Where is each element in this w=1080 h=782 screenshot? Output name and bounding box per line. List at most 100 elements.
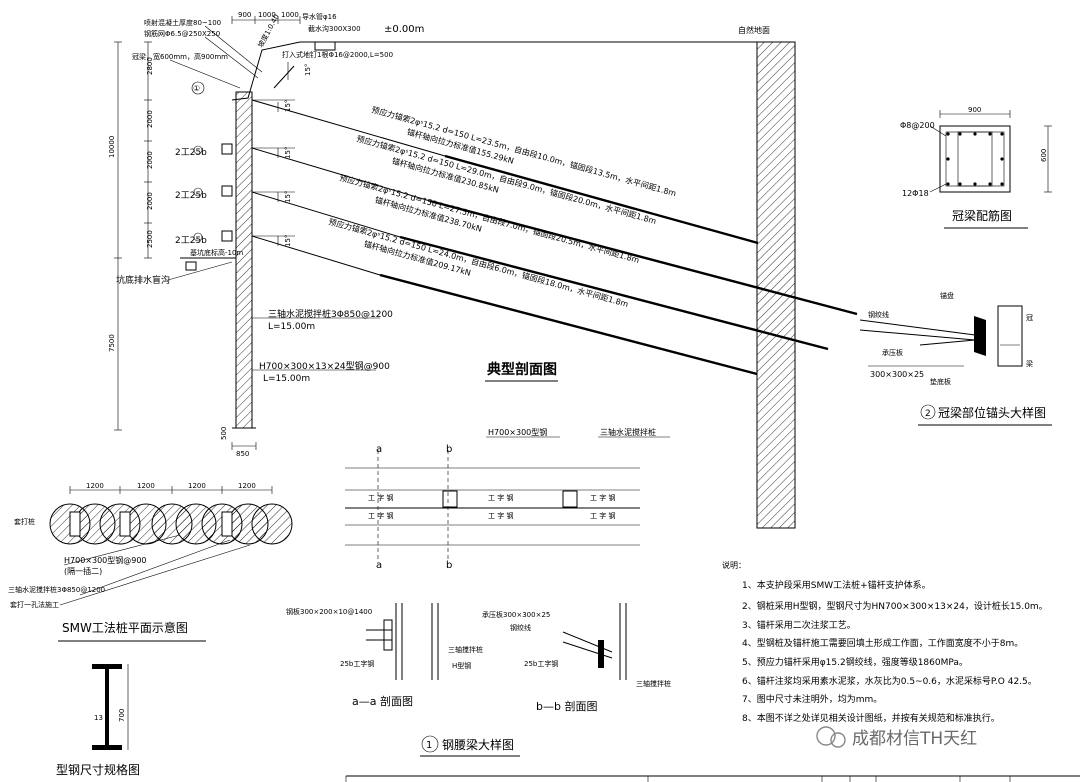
plan-hsteel: H700×300型钢@900 bbox=[64, 555, 147, 565]
plan-smw: 三轴水泥搅拌桩3Φ850@1200 bbox=[8, 585, 105, 594]
top-dim-1000a: 1000 bbox=[258, 11, 276, 19]
elevation-zero: ±0.00m bbox=[384, 24, 424, 35]
hsteel-length: L=15.00m bbox=[263, 374, 310, 384]
smw-length: L=15.00m bbox=[268, 322, 315, 332]
notes-head: 说明： bbox=[722, 560, 746, 570]
waling-label-1: 2工25b bbox=[175, 148, 207, 158]
note-3: 3、锚杆采用二次注浆工艺。 bbox=[742, 619, 856, 631]
plan-dim-1: 1200 bbox=[86, 482, 104, 490]
dim-2000a: 2000 bbox=[146, 110, 154, 128]
note-6: 6、锚杆注浆均采用素水泥浆，水灰比为0.5~0.6，水泥采标号P.O 42.5。 bbox=[742, 675, 1037, 687]
top-dim-900: 900 bbox=[238, 11, 251, 19]
ah-title: 冠梁部位锚头大样图 bbox=[938, 405, 1046, 420]
plan-dim-4: 1200 bbox=[238, 482, 256, 490]
waling-label-2: 2工25b bbox=[175, 191, 207, 201]
dim-7500: 7500 bbox=[108, 334, 116, 352]
wd-a-smw: 三轴搅拌桩 bbox=[448, 645, 483, 654]
wp-mark-b1: b bbox=[446, 444, 452, 455]
wd-a-title: a—a 剖面图 bbox=[352, 694, 413, 708]
shotcrete-note: 喷射混凝土厚度80~100 bbox=[144, 18, 221, 27]
wd-title: 钢腰梁大样图 bbox=[442, 737, 514, 752]
pit-bottom-label: 基坑底标高-10m bbox=[190, 248, 243, 257]
crown-beam-note: 冠梁，宽600mm，高900mm bbox=[132, 52, 228, 61]
wd-num: 1 bbox=[426, 740, 432, 751]
spec-title: 型钢尺寸规格图 bbox=[56, 762, 140, 777]
top-dim-1000b: 1000 bbox=[281, 11, 299, 19]
angle-4: 15° bbox=[284, 235, 292, 247]
spec-13: 13 bbox=[94, 714, 103, 722]
wd-plate: 钢板300×200×10@1400 bbox=[286, 607, 372, 616]
note-1: 1、本支护段采用SMW工法桩+锚杆支护体系。 bbox=[742, 579, 931, 591]
smw-label: 三轴水泥搅拌桩3Φ850@1200 bbox=[268, 308, 393, 320]
wp-mark-b2: b bbox=[446, 560, 452, 571]
watermark: 成都材信TH天红 bbox=[816, 726, 977, 749]
smw-plan: 1200 1200 1200 1200 套打桩 H700×300型钢@900 (… bbox=[8, 482, 293, 642]
note-2: 2、钢桩采用H型钢，型钢尺寸为HN700×300×13×24，设计桩长15.0m… bbox=[742, 600, 1048, 612]
wp-mark-a1: a bbox=[376, 444, 382, 455]
note-7: 7、图中尺寸未注明外，均为mm。 bbox=[742, 693, 882, 705]
ah-crown: 冠 bbox=[1026, 314, 1033, 322]
crown-title: 冠梁配筋图 bbox=[952, 208, 1012, 223]
note-5: 5、预应力锚杆采用φ15.2钢绞线，强度等级1860MPa。 bbox=[742, 656, 968, 668]
dim-10000: 10000 bbox=[108, 136, 116, 158]
plan-title: SMW工法桩平面示意图 bbox=[62, 620, 188, 635]
plan-method: 套打一孔法施工 bbox=[10, 600, 59, 609]
section-title: 典型剖面图 bbox=[487, 361, 557, 378]
plan-dim-3: 1200 bbox=[188, 482, 206, 490]
dim-2000b: 2000 bbox=[146, 151, 154, 169]
wp-beam-4: 工 字 钢 bbox=[488, 511, 513, 520]
wd-b-plate: 承压板300×300×25 bbox=[482, 610, 550, 619]
ditch-note: 截水沟300X300 bbox=[308, 24, 361, 33]
soil-wall bbox=[756, 41, 796, 529]
drain-pipe-note: 导水管φ16 bbox=[302, 12, 337, 21]
steel-spec: 700 13 型钢尺寸规格图 bbox=[56, 664, 140, 777]
wp-smw: 三轴水泥搅拌桩 bbox=[600, 427, 656, 437]
wp-beam-5: 工 字 钢 bbox=[590, 493, 615, 502]
waling-detail: 钢板300×200×10@1400 25b工字钢 三轴搅拌桩 H型钢 承压板30… bbox=[286, 603, 671, 757]
crown-beam-detail: 900 600 Φ8@200 12Φ18 冠梁配筋图 bbox=[900, 106, 1052, 229]
notes-block: 说明： 1、本支护段采用SMW工法桩+锚杆支护体系。 2、钢桩采用H型钢，型钢尺… bbox=[722, 560, 1048, 724]
plan-insert: (隔一插二) bbox=[64, 566, 102, 576]
ah-beam: 梁 bbox=[1026, 359, 1033, 368]
dim-2500: 2500 bbox=[146, 230, 154, 248]
typical-section: 900 1000 1000 喷射混凝土厚度80~100 钢筋网Φ6.5@250X… bbox=[108, 11, 858, 529]
waling-label-3: 2工25b bbox=[175, 236, 207, 246]
angle-2: 15° bbox=[284, 147, 292, 159]
ah-strand: 钢绞线 bbox=[868, 310, 889, 319]
wd-b-smw: 三轴搅拌桩 bbox=[636, 679, 671, 688]
ah-num: 2 bbox=[925, 409, 931, 419]
wp-steel: H700×300型钢 bbox=[488, 427, 547, 437]
crown-rebar: 12Φ18 bbox=[902, 189, 929, 198]
dim-500: 500 bbox=[220, 427, 228, 440]
watermark-text: 成都材信TH天红 bbox=[852, 729, 977, 749]
angle-1: 15° bbox=[284, 100, 292, 112]
ah-bearing-size: 300×300×25 bbox=[870, 370, 924, 379]
dim-850: 850 bbox=[236, 450, 249, 458]
anchor-head-detail: 钢绞线 锚盘 冠 梁 承压板 300×300×25 垫底板 2 冠梁部位锚头大样… bbox=[859, 291, 1052, 426]
wp-beam-2: 工 字 钢 bbox=[368, 511, 393, 520]
crown-dim-h: 600 bbox=[1040, 149, 1048, 162]
wd-b-strand: 钢绞线 bbox=[510, 623, 531, 632]
waling-plan: H700×300型钢 三轴水泥搅拌桩 a b a b 工 字 钢 工 字 钢 工… bbox=[345, 427, 670, 571]
natural-ground: 自然地面 bbox=[738, 25, 770, 35]
angle-0: 15° bbox=[304, 64, 312, 76]
marker-1: ① bbox=[193, 84, 200, 93]
wp-mark-a2: a bbox=[376, 560, 382, 571]
spec-700: 700 bbox=[118, 709, 126, 722]
wd-b-title: b—b 剖面图 bbox=[536, 699, 597, 713]
nail-note: 打入式地钉1根Φ16@2000,L=500 bbox=[282, 50, 393, 59]
wp-beam-6: 工 字 钢 bbox=[590, 511, 615, 520]
crown-stirrup: Φ8@200 bbox=[900, 121, 935, 130]
wd-a-hsteel: H型钢 bbox=[452, 661, 471, 670]
hsteel-label: H700×300×13×24型钢@900 bbox=[259, 360, 390, 372]
plan-dim-2: 1200 bbox=[137, 482, 155, 490]
note-8: 8、本图不详之处详见相关设计图纸，并按有关规范和标准执行。 bbox=[742, 712, 1000, 724]
ah-bearing: 承压板 bbox=[882, 348, 903, 357]
wp-beam-3: 工 字 钢 bbox=[488, 493, 513, 502]
angle-3: 15° bbox=[284, 191, 292, 203]
drain-label: 坑底排水盲沟 bbox=[116, 274, 170, 286]
smw-pile bbox=[235, 91, 253, 429]
ah-base: 垫底板 bbox=[930, 377, 951, 386]
dim-2800: 2800 bbox=[146, 57, 154, 75]
